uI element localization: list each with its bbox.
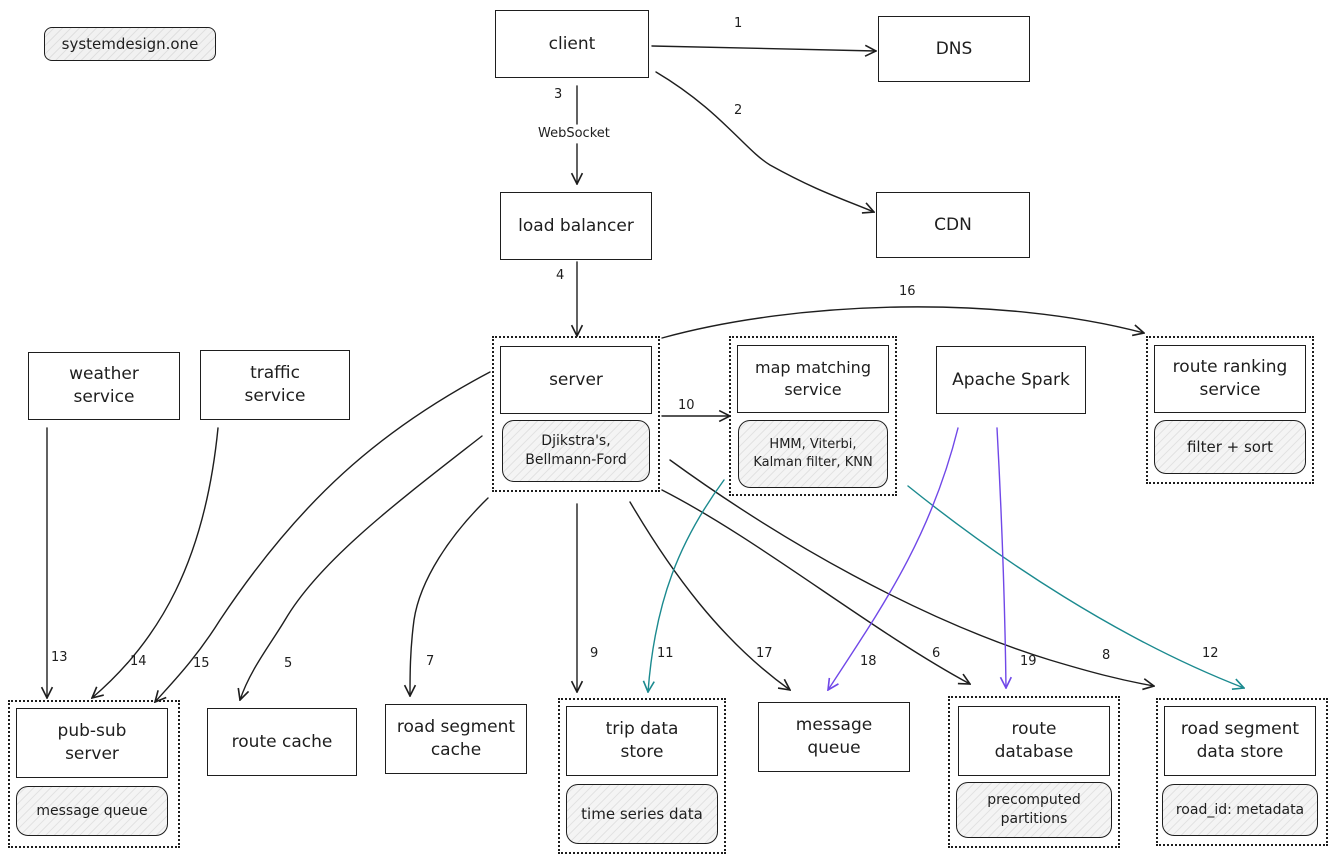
apache-spark-box: Apache Spark: [936, 346, 1086, 414]
server-algorithms: Djikstra's, Bellmann-Ford: [502, 420, 650, 482]
map-matching-algorithms: HMM, Viterbi, Kalman filter, KNN: [738, 420, 888, 488]
arrow-spark-messagequeue: [828, 427, 959, 690]
step-number: 6: [932, 646, 941, 661]
road-segment-store-group: [1156, 698, 1328, 846]
server-box: server: [500, 346, 652, 414]
step-number: 16: [899, 284, 916, 299]
arrow-server-messagequeue: [629, 501, 790, 690]
step-number: 4: [556, 268, 565, 283]
step-number: 7: [426, 654, 435, 669]
brand-tag: systemdesign.one: [44, 27, 216, 61]
arrow-server-ranking: [661, 306, 1144, 339]
cdn-box: CDN: [876, 192, 1030, 258]
message-queue-box: message queue: [758, 702, 910, 772]
step-number: 1: [734, 16, 743, 31]
route-ranking-box: route ranking service: [1154, 345, 1306, 413]
server-group: [492, 336, 660, 492]
step-number: 11: [657, 646, 674, 661]
arrow-server-roadcache: [410, 497, 489, 696]
arrow-mapmatching-roadstore: [907, 485, 1244, 688]
pubsub-detail: message queue: [16, 786, 168, 836]
route-ranking-group: [1146, 336, 1314, 484]
step-number: 17: [756, 646, 773, 661]
step-number: 19: [1020, 654, 1037, 669]
road-segment-cache-box: road segment cache: [385, 704, 527, 774]
step-number: 18: [860, 654, 877, 669]
arrow-client-cdn: [655, 71, 874, 212]
route-database-group: [948, 696, 1120, 848]
pubsub-group: [8, 700, 180, 848]
weather-service-box: weather service: [28, 352, 180, 420]
pubsub-server-box: pub-sub server: [16, 708, 168, 778]
route-database-box: route database: [958, 706, 1110, 776]
road-segment-store-box: road segment data store: [1164, 706, 1316, 776]
road-segment-store-detail: road_id: metadata: [1162, 784, 1318, 836]
arrow-traffic-pubsub: [92, 427, 219, 698]
step-number: 15: [193, 656, 210, 671]
arrow-spark-routedb: [996, 427, 1006, 688]
map-matching-box: map matching service: [737, 345, 889, 413]
arrow-client-dns: [651, 46, 876, 51]
route-cache-box: route cache: [207, 708, 357, 776]
step-number: 13: [51, 650, 68, 665]
arrow-server-roadstore: [669, 459, 1154, 686]
arrow-server-pubsub: [155, 371, 491, 702]
route-database-detail: precomputed partitions: [956, 782, 1112, 838]
step-number: 12: [1202, 646, 1219, 661]
route-ranking-detail: filter + sort: [1154, 420, 1306, 474]
step-number: 5: [284, 656, 293, 671]
dns-box: DNS: [878, 16, 1030, 82]
step-number: 2: [734, 103, 743, 118]
step-number: 14: [130, 654, 147, 669]
step-number: 9: [590, 646, 599, 661]
arrow-mapmatching-tripdata: [648, 479, 725, 692]
step-number: 3: [554, 87, 563, 102]
arrow-server-routecache: [240, 435, 483, 700]
trip-data-group: [558, 698, 726, 854]
map-matching-group: [729, 336, 897, 496]
websocket-label: WebSocket: [538, 126, 610, 141]
trip-data-store-box: trip data store: [566, 706, 718, 776]
step-number: 10: [678, 398, 695, 413]
arrow-server-routedb: [661, 489, 970, 684]
traffic-service-box: traffic service: [200, 350, 350, 420]
trip-data-detail: time series data: [566, 784, 718, 844]
load-balancer-box: load balancer: [500, 192, 652, 260]
step-number: 8: [1102, 648, 1111, 663]
client-box: client: [495, 10, 649, 78]
